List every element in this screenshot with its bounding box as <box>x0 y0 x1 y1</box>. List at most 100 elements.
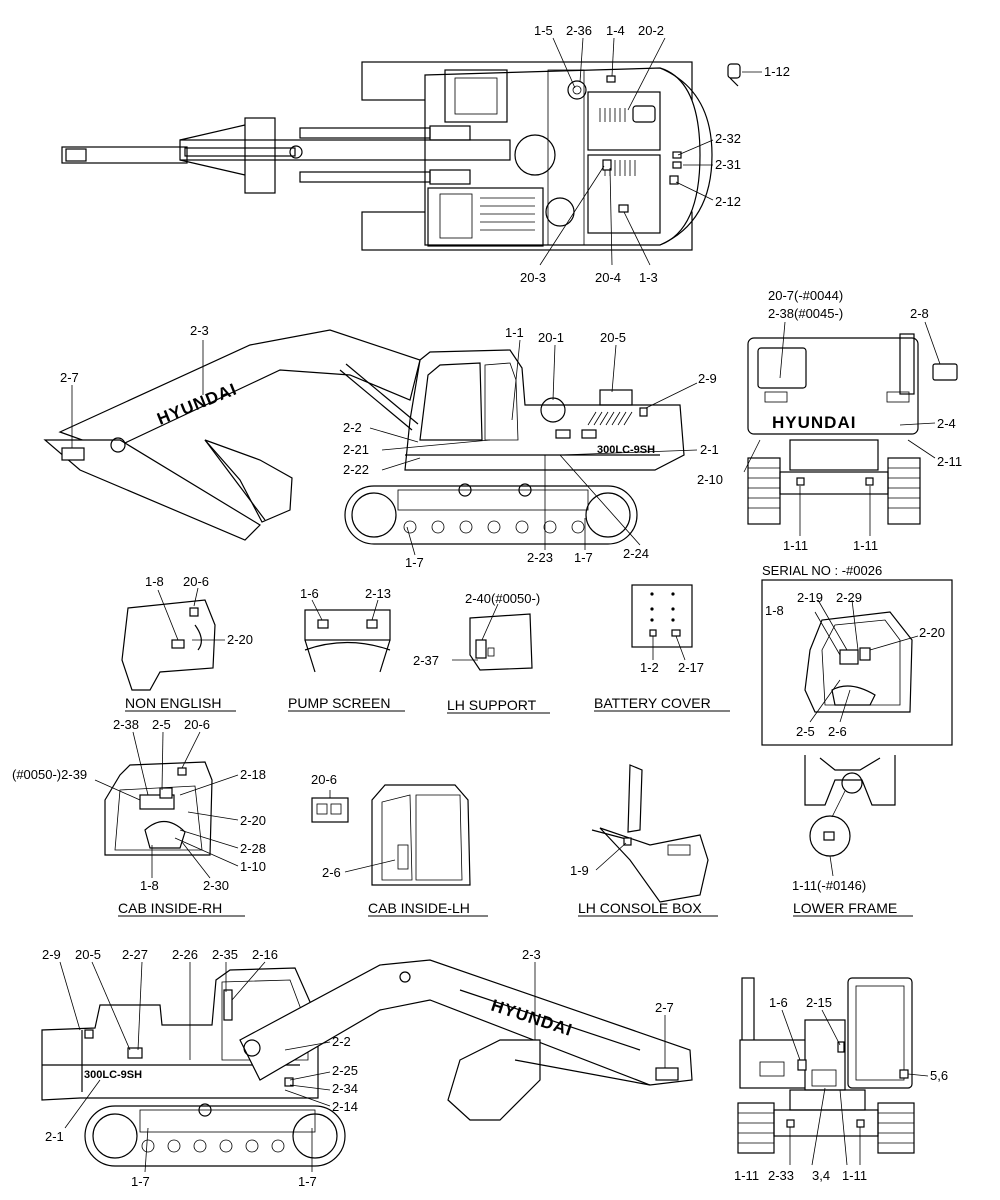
callout-label: 1-8 <box>145 574 164 589</box>
rear-brand: HYUNDAI <box>772 413 856 432</box>
front-view <box>737 977 915 1154</box>
cab-inside-lh-detail: 20-6 2-6 CAB INSIDE-LH <box>311 772 488 917</box>
side-bucket <box>204 439 293 523</box>
callout-label: 1-6 <box>300 586 319 601</box>
callout-label: 2-22 <box>343 462 369 477</box>
caption-cab-inside-lh: CAB INSIDE-LH <box>368 900 470 916</box>
callout-label: 2-12 <box>715 194 741 209</box>
callout-label: 2-5 <box>796 724 815 739</box>
pump-screen-detail: 1-6 2-13 PUMP SCREEN <box>288 586 405 712</box>
callout-label: 2-15 <box>806 995 832 1010</box>
side-track <box>344 485 638 545</box>
callout-label: 2-9 <box>42 947 61 962</box>
callout-label: 20-3 <box>520 270 546 285</box>
side-view-callouts: 2-3 1-1 20-1 20-5 2-7 2-9 2-2 2-21 2-22 … <box>60 323 719 570</box>
lower-frame-detail: 1-11(-#0146) LOWER FRAME <box>792 755 913 917</box>
callout-label: 2-33 <box>768 1168 794 1183</box>
side-arm <box>43 439 261 541</box>
callout-label: 1-2 <box>640 660 659 675</box>
callout-label: 2-35 <box>212 947 238 962</box>
callout-label: 2-32 <box>715 131 741 146</box>
callout-label: 2-1 <box>45 1129 64 1144</box>
callout-label: 2-8 <box>910 306 929 321</box>
callout-label: 1-11 <box>842 1168 867 1183</box>
callout-label: 20-2 <box>638 23 664 38</box>
lh-support-detail: 2-40(#0050-) 2-37 LH SUPPORT <box>413 591 550 714</box>
caption-lh-support: LH SUPPORT <box>447 697 537 713</box>
callout-label: 1-11 <box>734 1168 759 1183</box>
callout-label: 20-6 <box>184 717 210 732</box>
callout-label: 2-37 <box>413 653 439 668</box>
callout-label: 2-26 <box>172 947 198 962</box>
caption-battery-cover: BATTERY COVER <box>594 695 711 711</box>
callout-label: 2-14 <box>332 1099 358 1114</box>
callout-label: 2-16 <box>252 947 278 962</box>
callout-label: 1-6 <box>769 995 788 1010</box>
callout-label: 2-18 <box>240 767 266 782</box>
caption-lower-frame: LOWER FRAME <box>793 900 897 916</box>
callout-label: 2-9 <box>698 371 717 386</box>
callout-label: 2-30 <box>203 878 229 893</box>
callout-label: (#0050-)2-39 <box>12 767 87 782</box>
callout-label: 20-6 <box>183 574 209 589</box>
callout-label: 2-21 <box>343 442 369 457</box>
callout-label: 2-38(#0045-) <box>768 306 843 321</box>
callout-label: 2-7 <box>60 370 79 385</box>
callout-label: 2-23 <box>527 550 553 565</box>
caption-pump-screen: PUMP SCREEN <box>288 695 390 711</box>
callout-label: 1-9 <box>570 863 589 878</box>
callout-label: 2-24 <box>623 546 649 561</box>
callout-label: 2-4 <box>937 416 956 431</box>
callout-label: 1-7 <box>574 550 593 565</box>
callout-label: 2-27 <box>122 947 148 962</box>
callout-label: 2-19 <box>797 590 823 605</box>
rear-view-callouts: 20-7(-#0044) 2-38(#0045-) 2-8 2-4 2-10 2… <box>697 288 962 553</box>
callout-label: 1-7 <box>405 555 424 570</box>
callout-label: 1-1 <box>505 325 524 340</box>
non-english-detail: 1-8 20-6 2-20 NON ENGLISH <box>121 574 253 712</box>
callout-label: 1-7 <box>131 1174 150 1189</box>
callout-label: 1-12 <box>764 64 790 79</box>
callout-label: 2-36 <box>566 23 592 38</box>
callout-label: 2-6 <box>828 724 847 739</box>
callout-label: 2-10 <box>697 472 723 487</box>
callout-label: 2-5 <box>152 717 171 732</box>
top-arm <box>61 146 188 164</box>
callout-label: 1-8 <box>765 603 784 618</box>
callout-label: 2-6 <box>322 865 341 880</box>
callout-label: 2-20 <box>919 625 945 640</box>
callout-label: 2-3 <box>190 323 209 338</box>
callout-label: 2-17 <box>678 660 704 675</box>
callout-label: 2-25 <box>332 1063 358 1078</box>
callout-label: 2-20 <box>227 632 253 647</box>
callout-label: 2-34 <box>332 1081 358 1096</box>
callout-label: 3,4 <box>812 1168 830 1183</box>
callout-label: 2-11 <box>937 454 962 469</box>
side-view: 300LC-9SH HYUNDAI <box>43 329 685 545</box>
cab-inside-rh-detail: 2-38 2-5 20-6 (#0050-)2-39 2-18 2-20 2-2… <box>12 717 266 917</box>
lh-console-box-detail: 1-9 LH CONSOLE BOX <box>570 764 718 917</box>
top-view <box>61 61 741 251</box>
callout-label: 1-11(-#0146) <box>792 878 866 893</box>
callout-label: 2-28 <box>240 841 266 856</box>
callout-label: 2-7 <box>655 1000 674 1015</box>
callout-label: 2-20 <box>240 813 266 828</box>
callout-label: 2-2 <box>332 1034 351 1049</box>
callout-label: 20-5 <box>600 330 626 345</box>
top-upper-body <box>424 67 701 246</box>
front-view-callouts: 1-6 2-15 5,6 1-11 2-33 3,4 1-11 <box>734 995 948 1183</box>
rh-model-badge: 300LC-9SH <box>84 1069 142 1081</box>
callout-label: 2-1 <box>700 442 719 457</box>
callout-label: 1-3 <box>639 270 658 285</box>
callout-label: 1-10 <box>240 859 266 874</box>
callout-label: 1-11 <box>853 538 878 553</box>
callout-label: 2-38 <box>113 717 139 732</box>
callout-label: 20-5 <box>75 947 101 962</box>
callout-label: 2-2 <box>343 420 362 435</box>
callout-label: 20-7(-#0044) <box>768 288 843 303</box>
rear-view: HYUNDAI <box>747 333 958 525</box>
side-model-badge: 300LC-9SH <box>597 444 655 456</box>
callout-label: 2-31 <box>715 157 741 172</box>
callout-label: 2-29 <box>836 590 862 605</box>
